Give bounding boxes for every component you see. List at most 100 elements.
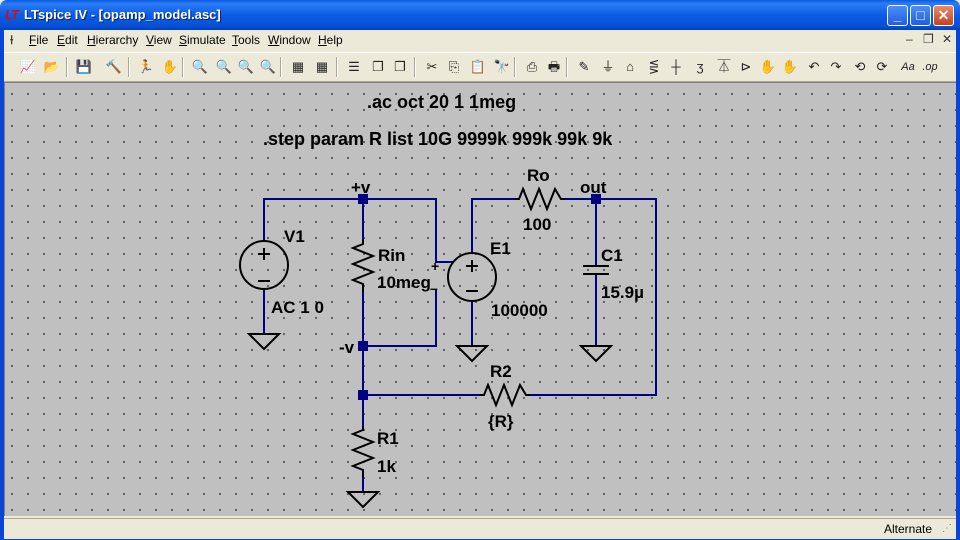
spice-directive-icon[interactable]: .op (922, 61, 938, 73)
v1-source-symbol[interactable] (239, 240, 289, 290)
ro-value-label[interactable]: 100 (523, 215, 551, 234)
draw-wire-icon[interactable]: ✎ (578, 59, 590, 74)
r2-resistor-symbol[interactable] (480, 382, 530, 408)
r1-resistor-symbol[interactable] (350, 426, 376, 478)
c1-value-label[interactable]: 15.9µ (601, 283, 644, 302)
rotate-icon[interactable]: ⟲ (854, 59, 866, 74)
move-icon[interactable]: ✋ (759, 59, 777, 74)
schematic-doc-icon[interactable]: ⟊ (10, 32, 14, 47)
c1-name-label[interactable]: C1 (601, 246, 623, 265)
find-icon[interactable]: 🔭 (493, 59, 511, 74)
copy-icon[interactable]: ⎘ (448, 59, 460, 74)
mdi-restore-button[interactable]: ❐ (923, 32, 934, 46)
delete-traces-icon[interactable]: ▦ (315, 59, 329, 74)
toolbar-separator (128, 57, 130, 77)
c1-capacitor-symbol[interactable] (583, 265, 609, 275)
toolbar: 📈 📂 💾 🔨 🏃 ✋ 🔍 🔍 🔍 🔍 ▦ ▦ ☰ ❐ ❐ ✂ ⎘ 📋 🔭 ⎙ 🖶 ✎ ⏚ ⌂ ⋚ ┼ ʒ ⏄ ⊳ ✋ ✋ ↶ ↷ ⟲ ⟳ Aa .op (4, 52, 956, 82)
inductor-icon[interactable]: ʒ (696, 59, 704, 74)
menu-edit[interactable]: Edit (57, 33, 78, 47)
ltspice-app-icon[interactable]: LT (5, 7, 19, 22)
v1-value-label[interactable]: AC 1 0 (271, 298, 324, 317)
rin-name-label[interactable]: Rin (378, 246, 405, 265)
ground-r1[interactable] (345, 491, 381, 509)
net-label-out[interactable]: out (580, 178, 607, 197)
rin-resistor-symbol[interactable] (350, 240, 376, 292)
ground-symbols (246, 333, 614, 509)
maximize-button[interactable]: □ (910, 5, 931, 26)
ro-resistor-symbol[interactable] (515, 186, 565, 212)
pan-icon[interactable]: 🔍 (215, 59, 233, 74)
ground-v1[interactable] (246, 333, 282, 351)
menu-tools[interactable]: Tools (232, 33, 261, 47)
autorange-icon[interactable]: ▦ (291, 59, 305, 74)
ground-e1[interactable] (454, 345, 490, 363)
toolbar-separator (66, 57, 68, 77)
window-title: LTspice IV - [opamp_model.asc] (24, 7, 221, 22)
r1-value-label[interactable]: 1k (377, 457, 396, 476)
label-net-icon[interactable]: ⌂ (626, 59, 634, 74)
toolbar-separator (336, 57, 338, 77)
text-icon[interactable]: Aa (901, 61, 915, 73)
print-icon[interactable]: 🖶 (547, 59, 561, 74)
junction-minus (358, 341, 368, 351)
print-setup-icon[interactable]: ⎙ (526, 59, 538, 74)
menu-window[interactable]: Window (268, 33, 311, 47)
close-button[interactable]: ✕ (933, 5, 954, 26)
control-panel-icon[interactable]: 🔨 (105, 59, 123, 74)
minimize-button[interactable]: _ (887, 5, 908, 26)
resize-grip-icon[interactable]: ⋰ (942, 523, 952, 534)
resistor-icon[interactable]: ⋚ (648, 59, 660, 74)
menu-hierarchy[interactable]: Hierarchy (87, 33, 139, 47)
paste-icon[interactable]: 📋 (469, 59, 487, 74)
menu-simulate[interactable]: Simulate (179, 33, 226, 47)
rin-value-label[interactable]: 10meg (377, 273, 431, 292)
mdi-minimize-button[interactable]: – (906, 32, 913, 46)
open-icon[interactable]: 📂 (43, 59, 61, 74)
schematic-canvas[interactable] (4, 82, 956, 516)
toolbar-separator (566, 57, 568, 77)
mdi-close-button[interactable]: ✕ (942, 32, 953, 46)
tile-vertical-icon[interactable]: ☰ (348, 59, 360, 74)
capacitor-icon[interactable]: ┼ (671, 59, 681, 74)
e1-value-label[interactable]: 100000 (491, 301, 548, 320)
cut-icon[interactable]: ✂ (426, 59, 438, 74)
drag-icon[interactable]: ✋ (781, 59, 799, 74)
menu-bar: ⟊ File Edit Hierarchy View Simulate Tool… (4, 30, 956, 50)
e1-plus-pin-mark: + (431, 258, 439, 274)
junction-feedback (358, 390, 368, 400)
zoom-in-icon[interactable]: 🔍 (191, 59, 209, 74)
component-icon[interactable]: ⊳ (740, 59, 752, 74)
ground-icon[interactable]: ⏚ (601, 59, 615, 74)
save-icon[interactable]: 💾 (75, 59, 93, 74)
e1-source-symbol[interactable] (447, 252, 497, 302)
menu-view[interactable]: View (146, 33, 172, 47)
r2-name-label[interactable]: R2 (490, 362, 512, 381)
zoom-fit-icon[interactable]: 🔍 (259, 59, 277, 74)
run-icon[interactable]: 🏃 (137, 59, 155, 74)
menu-help[interactable]: Help (318, 33, 343, 47)
tile-horizontal-icon[interactable]: ❐ (394, 59, 406, 74)
zoom-out-icon[interactable]: 🔍 (237, 59, 255, 74)
mirror-icon[interactable]: ⟳ (876, 59, 888, 74)
menu-file[interactable]: File (29, 33, 49, 47)
r1-name-label[interactable]: R1 (377, 429, 399, 448)
ro-name-label[interactable]: Ro (527, 166, 550, 185)
ac-directive[interactable]: .ac oct 20 1 1meg (367, 92, 516, 112)
redo-icon[interactable]: ↷ (830, 59, 842, 74)
net-label-plus-v[interactable]: +v (351, 178, 371, 197)
junction-plus (358, 194, 368, 204)
diode-icon[interactable]: ⏄ (717, 59, 731, 74)
net-label-minus-v[interactable]: -v (339, 338, 355, 357)
cascade-icon[interactable]: ❐ (372, 59, 384, 74)
e1-name-label[interactable]: E1 (490, 239, 511, 258)
r2-value-label[interactable]: {R} (488, 412, 514, 431)
ground-c1[interactable] (578, 345, 614, 363)
step-directive[interactable]: .step param R list 10G 9999k 999k 99k 9k (263, 129, 613, 149)
window-border-left (0, 30, 4, 540)
title-bar[interactable]: LT LTspice IV - [opamp_model.asc] _ □ ✕ (0, 0, 960, 30)
v1-name-label[interactable]: V1 (284, 227, 305, 246)
undo-icon[interactable]: ↶ (808, 59, 820, 74)
toolbar-separator (280, 57, 282, 77)
halt-icon[interactable]: ✋ (161, 59, 179, 74)
new-schematic-icon[interactable]: 📈 (19, 59, 37, 74)
